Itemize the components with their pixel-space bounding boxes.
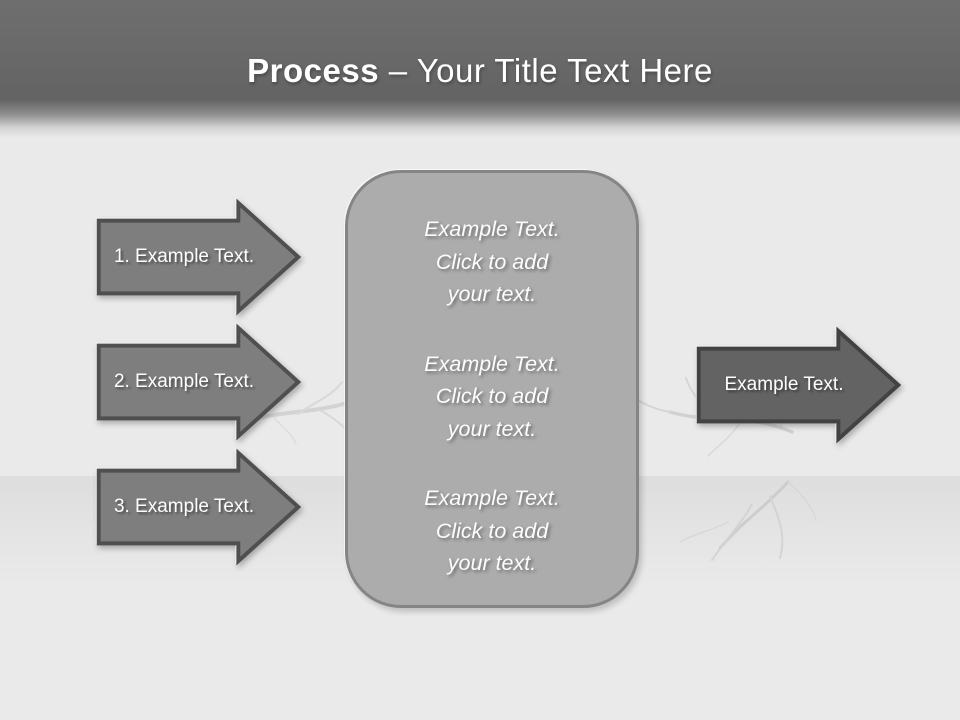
panel-paragraph: Example Text. Click to add your text. [424,351,560,441]
arrow-right-shape [96,448,302,566]
process-arrow-2-label: 2. Example Text. [113,371,255,392]
slide-title-rest: – Your Title Text Here [379,52,713,89]
process-arrow-1: 1. Example Text. [94,198,304,316]
arrow-right-shape [96,323,302,441]
slide-title: Process – Your Title Text Here [0,52,960,90]
slide-title-bold: Process [247,52,380,89]
arrow-right-shape [96,198,302,316]
output-arrow: Example Text. [694,326,904,444]
output-arrow-label: Example Text. [724,374,844,395]
center-text-panel-content: Example Text. Click to add your text. Ex… [348,173,636,605]
process-arrow-3: 3. Example Text. [94,448,304,566]
process-arrow-1-label: 1. Example Text. [113,246,255,267]
panel-paragraph: Example Text. Click to add your text. [424,217,560,306]
process-arrow-2: 2. Example Text. [94,323,304,441]
arrow-right-shape [696,326,902,444]
panel-paragraph: Example Text. Click to add your text. [424,486,560,575]
center-text-panel: Example Text. Click to add your text. Ex… [345,170,639,608]
process-arrow-3-label: 3. Example Text. [113,496,255,517]
title-bar: Process – Your Title Text Here [0,0,960,138]
